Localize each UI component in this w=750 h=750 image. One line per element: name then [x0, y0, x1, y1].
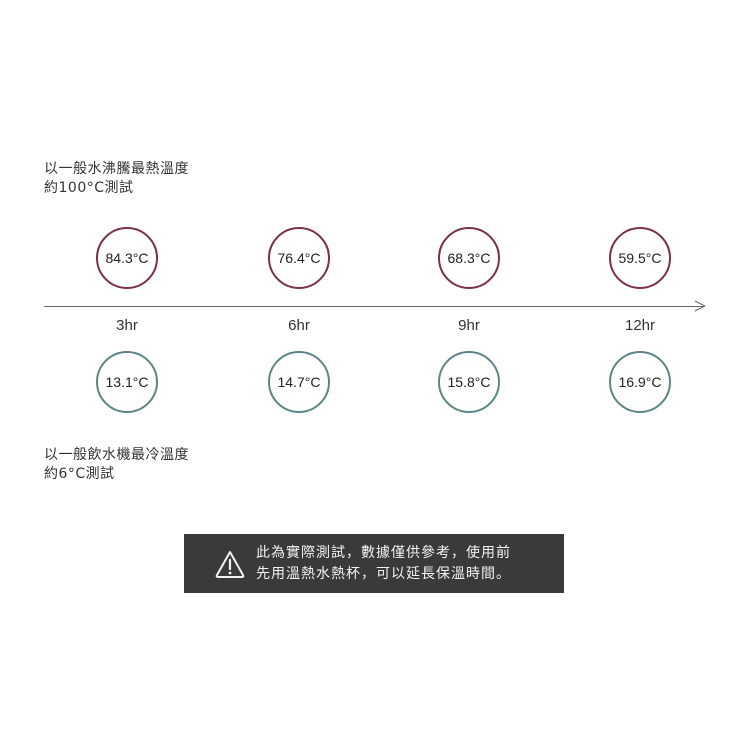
hot-caption-line1: 以一般水沸騰最熱溫度 — [44, 161, 189, 177]
hot-reading-3hr: 84.3°C — [96, 227, 158, 289]
warning-icon — [215, 550, 245, 578]
notice-line2: 先用溫熱水熱杯，可以延長保溫時間。 — [256, 565, 511, 582]
time-label-12hr: 12hr — [624, 317, 656, 334]
cold-caption: 以一般飲水機最冷溫度 約6°C測試 — [44, 446, 189, 484]
cold-reading-3hr: 13.1°C — [96, 351, 158, 413]
hot-caption-line2: 約100°C測試 — [44, 180, 134, 196]
hot-value: 84.3°C — [105, 250, 149, 266]
hot-reading-6hr: 76.4°C — [268, 227, 330, 289]
hot-caption: 以一般水沸騰最熱溫度 約100°C測試 — [44, 160, 189, 198]
hot-reading-12hr: 59.5°C — [609, 227, 671, 289]
hot-value: 68.3°C — [447, 250, 491, 266]
hot-value: 76.4°C — [277, 250, 321, 266]
time-label-3hr: 3hr — [116, 317, 138, 334]
time-label-9hr: 9hr — [458, 317, 480, 334]
cold-caption-line2: 約6°C測試 — [44, 466, 115, 482]
cold-reading-9hr: 15.8°C — [438, 351, 500, 413]
time-label-6hr: 6hr — [288, 317, 310, 334]
cold-value: 14.7°C — [277, 374, 321, 390]
time-axis-line — [44, 306, 704, 307]
cold-caption-line1: 以一般飲水機最冷溫度 — [44, 447, 189, 463]
notice-line1: 此為實際測試，數據僅供參考，使用前 — [256, 544, 511, 561]
axis-arrow-icon — [694, 300, 706, 312]
cold-reading-6hr: 14.7°C — [268, 351, 330, 413]
cold-reading-12hr: 16.9°C — [609, 351, 671, 413]
notice-box: 此為實際測試，數據僅供參考，使用前 先用溫熱水熱杯，可以延長保溫時間。 — [184, 534, 564, 593]
cold-value: 15.8°C — [447, 374, 491, 390]
hot-reading-9hr: 68.3°C — [438, 227, 500, 289]
cold-value: 13.1°C — [105, 374, 149, 390]
cold-value: 16.9°C — [618, 374, 662, 390]
notice-text: 此為實際測試，數據僅供參考，使用前 先用溫熱水熱杯，可以延長保溫時間。 — [256, 543, 511, 585]
hot-value: 59.5°C — [618, 250, 662, 266]
